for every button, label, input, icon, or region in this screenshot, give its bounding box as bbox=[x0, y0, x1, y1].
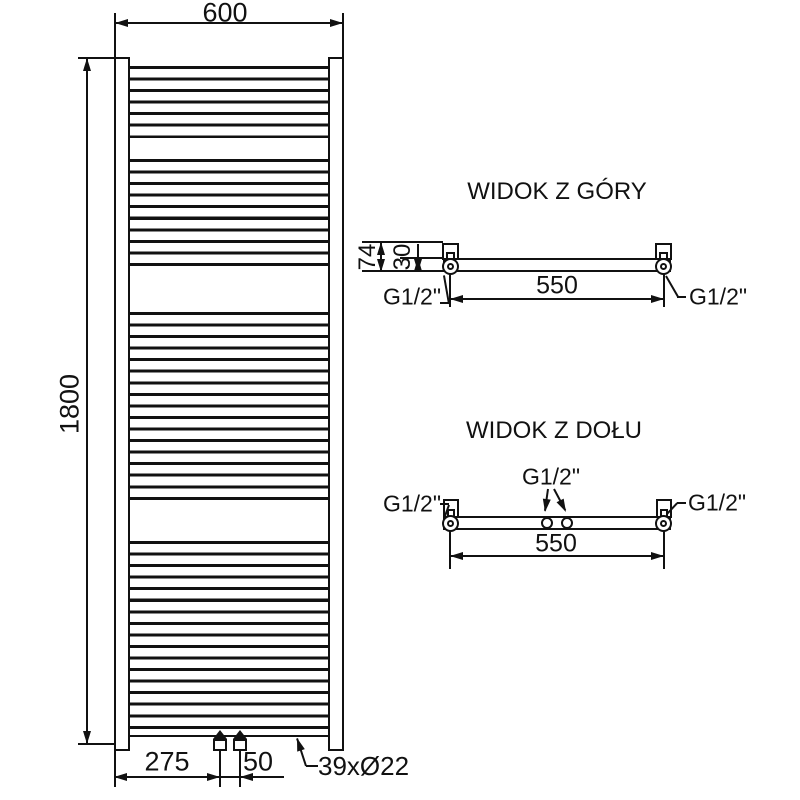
arrowhead-right-icon bbox=[207, 773, 220, 781]
arrowhead-down-icon bbox=[414, 259, 422, 272]
leader-arrowhead-icon bbox=[541, 498, 551, 513]
arrowhead-right-icon bbox=[330, 19, 343, 27]
depth-dimension-line bbox=[380, 242, 382, 272]
top-view-title: WIDOK Z GÓRY bbox=[467, 178, 647, 205]
bottom-view-right-fitting-dot bbox=[660, 520, 667, 527]
radiator-rung-group-2 bbox=[130, 159, 328, 266]
tube-count-diameter-label: 39xØ22 bbox=[318, 751, 410, 781]
bottom-view-center-connection-left bbox=[541, 517, 553, 529]
leader-tick-line bbox=[440, 503, 449, 505]
leader-arrowhead-icon bbox=[556, 498, 570, 514]
leader-tick-line bbox=[677, 502, 686, 504]
leader-tick-line bbox=[306, 765, 318, 767]
extension-line bbox=[663, 531, 665, 569]
extension-line bbox=[78, 743, 114, 745]
radiator-rung-group-3 bbox=[130, 312, 328, 500]
bottom-dimension-line bbox=[114, 776, 284, 778]
arrowhead-left-icon bbox=[115, 19, 128, 27]
leader-tick-line bbox=[677, 296, 686, 298]
left-valve-stem-line bbox=[219, 751, 221, 787]
front-height-dimension-line bbox=[86, 58, 88, 744]
arrowhead-right-icon bbox=[651, 552, 664, 560]
bottom-view-left-thread-label: G1/2" bbox=[382, 490, 442, 517]
left-valve-cap-icon bbox=[213, 730, 227, 739]
top-view-collector-bar bbox=[443, 258, 671, 272]
extension-line bbox=[449, 531, 451, 569]
front-width-dimension-line bbox=[115, 22, 343, 24]
left-valve-body bbox=[213, 739, 227, 751]
extension-line bbox=[78, 57, 114, 59]
radiator-rung-group-1 bbox=[130, 66, 328, 138]
top-view-right-fitting-dot bbox=[660, 263, 667, 270]
arrowhead-up-icon bbox=[377, 242, 385, 255]
extension-line bbox=[449, 274, 451, 307]
arrowhead-left-icon bbox=[450, 552, 463, 560]
extension-line bbox=[342, 13, 344, 58]
bottom-view-right-thread-label: G1/2" bbox=[688, 489, 747, 516]
extension-line bbox=[362, 270, 443, 272]
top-view-centers-dimension-label: 550 bbox=[536, 271, 578, 300]
extension-line bbox=[114, 13, 116, 58]
arrowhead-left-icon bbox=[240, 773, 253, 781]
arrowhead-down-icon bbox=[83, 731, 91, 744]
radiator-rung-group-4 bbox=[130, 541, 328, 729]
bottom-view-collector-bar bbox=[443, 516, 671, 530]
leader-line bbox=[665, 275, 680, 299]
top-view-depth-dimension-label: 74 bbox=[354, 243, 381, 271]
extension-line bbox=[663, 274, 665, 307]
right-valve-body bbox=[233, 739, 247, 751]
arrowhead-right-icon bbox=[651, 295, 664, 303]
radiator-left-collector-tube bbox=[114, 57, 130, 751]
radiator-bottom-edge bbox=[130, 735, 328, 737]
top-view-centers-dimension-line bbox=[450, 298, 664, 300]
top-view-left-fitting-dot bbox=[447, 263, 454, 270]
top-view-right-thread-label: G1/2" bbox=[689, 283, 748, 310]
leader-tick-line bbox=[440, 302, 449, 304]
front-height-dimension-label: 1800 bbox=[54, 373, 85, 435]
bottom-view-centers-dimension-label: 550 bbox=[535, 529, 577, 558]
top-view-tube-dimension-label: 30 bbox=[389, 243, 416, 271]
extension-line bbox=[362, 241, 443, 243]
front-offset-dimension-label: 275 bbox=[144, 746, 190, 777]
front-valve-spacing-dimension-label: 50 bbox=[242, 746, 274, 777]
arrowhead-left-icon bbox=[114, 773, 127, 781]
right-valve-stem-line bbox=[239, 751, 241, 787]
bottom-view-title: WIDOK Z DOŁU bbox=[465, 417, 643, 444]
bottom-view-centers-dimension-line bbox=[450, 555, 664, 557]
arrowhead-down-icon bbox=[377, 259, 385, 272]
leader-arrowhead-icon bbox=[293, 736, 305, 752]
bottom-view-center-connection-right bbox=[561, 517, 573, 529]
extension-line bbox=[114, 745, 116, 787]
top-view-left-thread-label: G1/2" bbox=[382, 283, 442, 310]
arrowhead-up-icon bbox=[83, 58, 91, 71]
radiator-right-collector-tube bbox=[328, 57, 344, 751]
arrowhead-left-icon bbox=[450, 295, 463, 303]
bottom-view-center-thread-label: G1/2" bbox=[521, 463, 581, 490]
front-width-dimension-label: 600 bbox=[202, 0, 248, 28]
right-valve-cap-icon bbox=[233, 730, 247, 739]
bottom-view-left-fitting-dot bbox=[447, 520, 454, 527]
